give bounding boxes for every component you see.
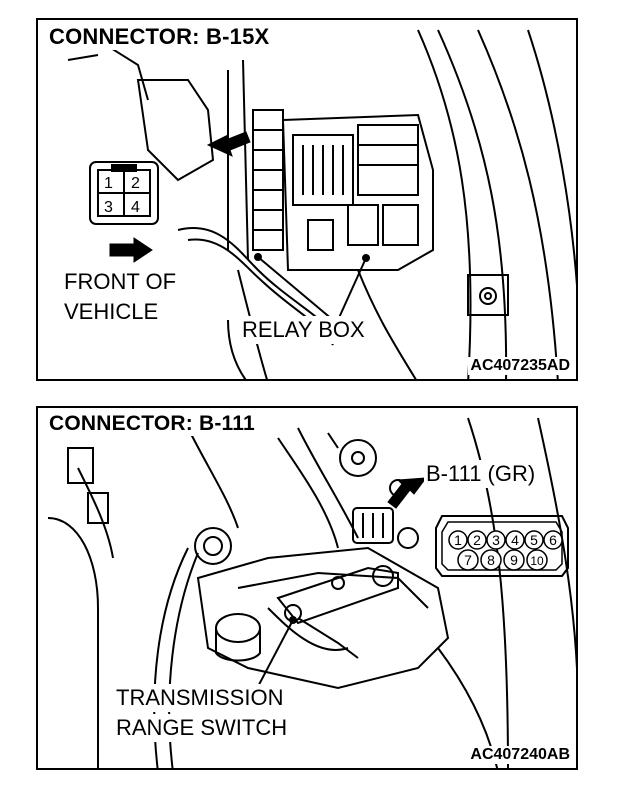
pin-3: 3	[492, 532, 500, 548]
relay-box-label: RELAY BOX	[240, 316, 367, 344]
pin-2: 2	[473, 532, 481, 548]
vehicle-label: VEHICLE	[62, 298, 161, 326]
pin-circle	[480, 549, 502, 571]
pin-circle	[505, 530, 525, 550]
figure-code: AC407240AB	[468, 746, 572, 764]
pin-1: 1	[104, 175, 113, 192]
pin-2: 2	[131, 175, 140, 192]
pin-1: 1	[454, 532, 462, 548]
front-label: FRONT OF	[62, 268, 179, 296]
pin-circle	[503, 549, 525, 571]
panel-title: CONNECTOR: B-111	[46, 412, 258, 436]
top-diagram-panel: 1 2 3 4 CONNECTOR: B-15X FRONT OF VEHICL…	[36, 18, 578, 381]
pin-9: 9	[510, 552, 518, 568]
pin-5: 5	[530, 532, 538, 548]
pin-circle	[467, 530, 487, 550]
pin-circle	[486, 530, 506, 550]
pin-circle	[448, 530, 468, 550]
panel-title: CONNECTOR: B-15X	[46, 24, 273, 50]
pin-3: 3	[104, 199, 113, 216]
pin-4: 4	[131, 199, 140, 216]
pin-circle	[524, 530, 544, 550]
transmission-label: TRANSMISSION	[114, 684, 286, 712]
pin-6: 6	[549, 532, 557, 548]
range-switch-label: RANGE SWITCH	[114, 714, 290, 742]
pin-8: 8	[487, 552, 495, 568]
pin-7: 7	[464, 552, 472, 568]
pin-4: 4	[511, 532, 519, 548]
pin-circle	[543, 530, 563, 550]
connector-b111-label: B-111 (GR)	[424, 460, 538, 488]
pin-10: 10	[530, 554, 544, 568]
figure-code: AC407235AD	[468, 357, 572, 375]
pin-circle	[526, 549, 548, 571]
relay-box-illustration: 1 2 3 4	[67, 29, 576, 379]
pin-circle	[457, 549, 479, 571]
